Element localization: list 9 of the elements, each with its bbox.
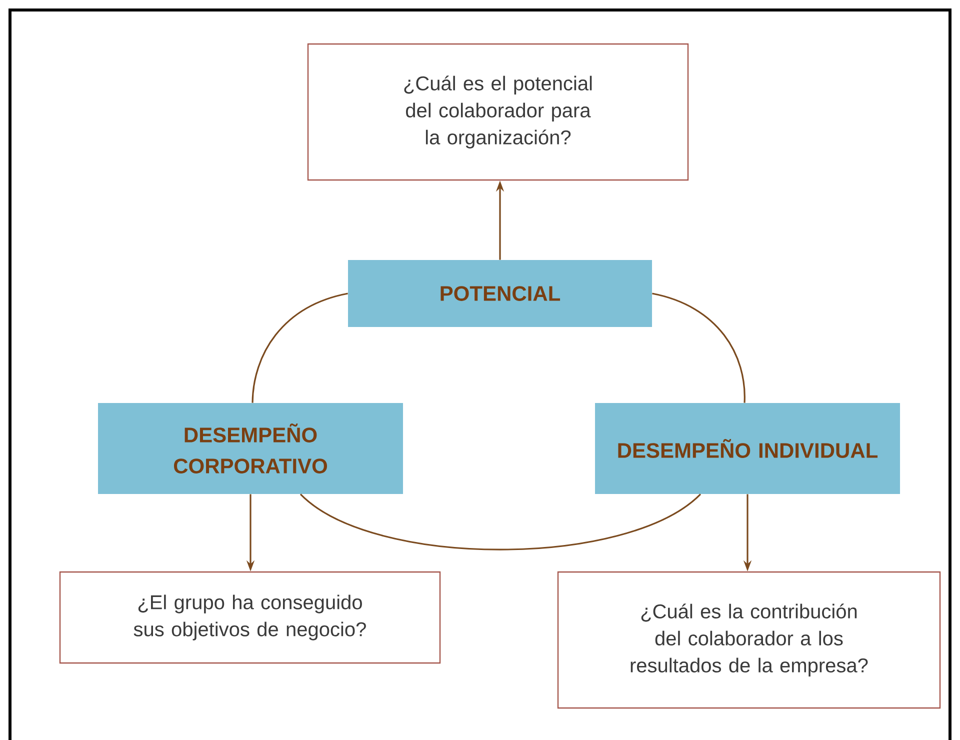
cycle-arc bbox=[652, 292, 746, 403]
topic-box: DESEMPEÑO CORPORATIVO bbox=[98, 403, 403, 494]
topic-box: POTENCIAL bbox=[348, 260, 652, 327]
question-box: ¿El grupo ha conseguido sus objetivos de negocio? bbox=[59, 571, 441, 664]
topic-box: DESEMPEÑO INDIVIDUAL bbox=[595, 403, 900, 494]
cycle-arc bbox=[252, 292, 348, 403]
question-box: ¿Cuál es la contribución del colaborador a los resultados de la empresa? bbox=[557, 571, 941, 709]
cycle-arc bbox=[300, 494, 701, 550]
question-box: ¿Cuál es el potencial del colaborador para la organización? bbox=[307, 43, 689, 181]
